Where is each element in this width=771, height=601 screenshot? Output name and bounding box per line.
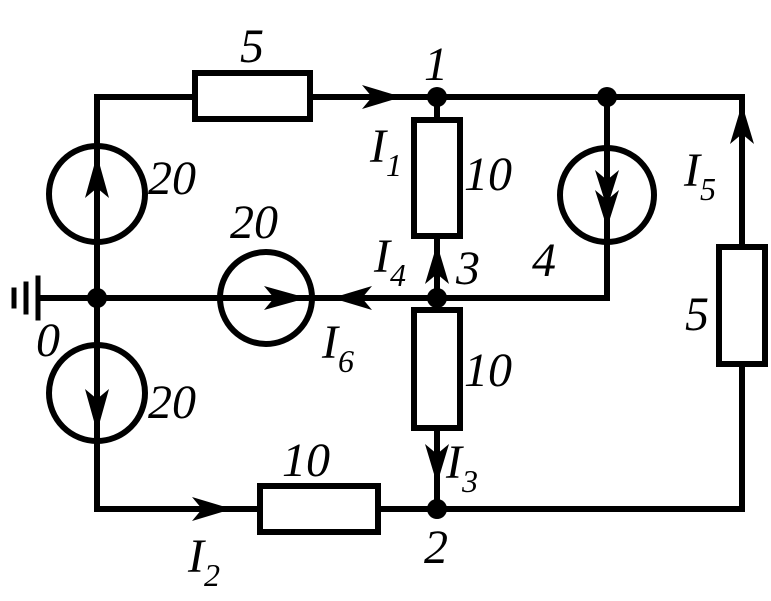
label-node-3: 3: [455, 242, 480, 295]
resistor-node3-node2: [411, 307, 463, 431]
node-dot-source4: [597, 87, 617, 107]
node-dot-2: [427, 499, 447, 519]
arrow-down-icon: [85, 389, 109, 432]
resistor-right: [716, 244, 768, 367]
label-node-2: 2: [424, 521, 448, 574]
source-left-bottom: [46, 342, 148, 444]
resistor-bottom: [257, 483, 381, 535]
label-current-i6: I6: [321, 316, 354, 379]
label-current-i4: I4: [373, 230, 406, 293]
arrow-right-icon: [192, 497, 232, 521]
ground-symbol: [11, 275, 41, 321]
label-resistor-node3-node2: 10: [464, 344, 512, 397]
source-left-top: [46, 143, 148, 245]
label-current-i3: I3: [445, 436, 478, 499]
label-current-source-right: 4: [532, 234, 556, 287]
label-resistor-node1-node3: 10: [464, 148, 512, 201]
label-node-1: 1: [424, 38, 448, 91]
label-current-i1: I1: [369, 120, 402, 183]
label-resistor-bottom: 10: [282, 434, 330, 487]
label-current-i2: I2: [187, 530, 220, 593]
arrow-up-icon: [85, 155, 109, 198]
current-source-right: [557, 145, 657, 245]
arrow-down-icon: [595, 170, 619, 208]
arrow-up-icon: [425, 244, 449, 284]
arrow-up-icon: [730, 104, 754, 144]
node-dot-3: [427, 288, 447, 308]
label-resistor-top: 5: [240, 20, 264, 73]
arrow-down-icon: [595, 190, 619, 228]
arrow-down-icon: [425, 444, 449, 484]
label-node-0: 0: [36, 314, 60, 367]
source-middle: [217, 249, 315, 347]
label-source-left-top: 20: [148, 152, 196, 205]
arrow-right-icon: [362, 85, 402, 109]
label-current-i5: I5: [683, 144, 716, 207]
resistor-node1-node3: [411, 117, 463, 239]
label-resistor-right: 5: [685, 288, 709, 341]
arrow-left-icon: [332, 286, 372, 310]
resistor-top: [192, 70, 313, 122]
label-source-middle: 20: [230, 196, 278, 249]
arrow-right-icon: [264, 286, 307, 310]
label-source-left-bottom: 20: [148, 376, 196, 429]
node-dot-1: [427, 87, 447, 107]
node-dot-0: [87, 288, 107, 308]
